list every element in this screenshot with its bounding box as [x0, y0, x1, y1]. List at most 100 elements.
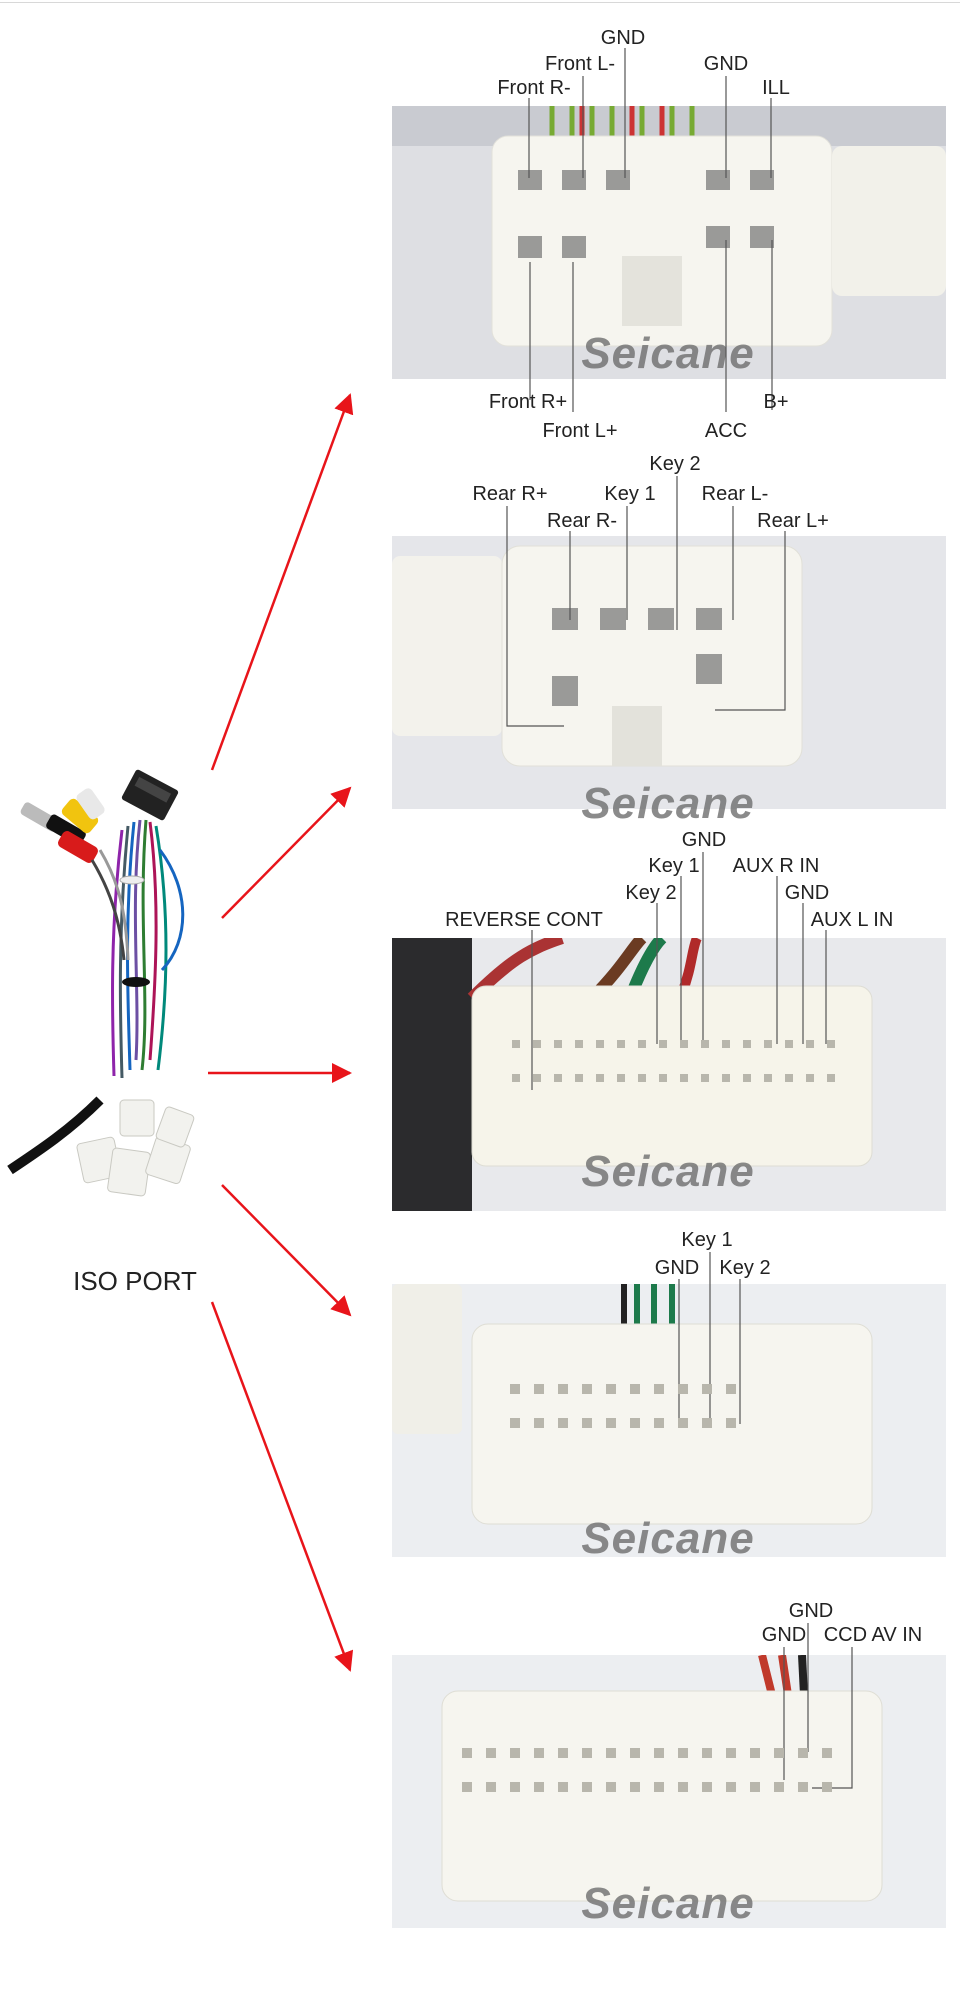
connector-3-pin — [785, 1040, 793, 1048]
wire-bundle — [90, 819, 185, 1079]
connector-5-pin — [678, 1782, 688, 1792]
rca-plugs — [20, 788, 105, 863]
connector-4-pin — [510, 1384, 520, 1394]
watermark-1: Seicane — [581, 329, 754, 378]
connector-3-pin — [554, 1074, 562, 1082]
connector-4-pin — [654, 1418, 664, 1428]
c2-rear-r-minus-label: Rear R- — [547, 510, 617, 532]
connector-3-pin — [806, 1074, 814, 1082]
c2-key1-label: Key 1 — [604, 483, 655, 505]
c1-front-r-plus-label: Front R+ — [489, 391, 567, 413]
c1-front-l-minus-label: Front L- — [545, 53, 615, 75]
connector-3-pin — [701, 1074, 709, 1082]
c3-gnd2-label: GND — [785, 882, 829, 904]
connector-4-pin — [702, 1384, 712, 1394]
connector-4-pin — [606, 1384, 616, 1394]
c1-ill-label: ILL — [762, 77, 790, 99]
connector-4-pin — [726, 1418, 736, 1428]
connector-4-pin — [534, 1384, 544, 1394]
connector-5-pin — [606, 1782, 616, 1792]
connector-5-pin — [750, 1782, 760, 1792]
connector-3-pin — [659, 1074, 667, 1082]
connector-3-pin — [638, 1040, 646, 1048]
connector-3-pin — [701, 1040, 709, 1048]
connector-5-pin — [462, 1782, 472, 1792]
cable-tie — [122, 977, 150, 987]
connector-3-pin — [575, 1040, 583, 1048]
watermark-4: Seicane — [581, 1514, 754, 1563]
connector-5-pin — [726, 1782, 736, 1792]
arrow-to-connector-2 — [221, 786, 352, 919]
connector-4-pin — [702, 1418, 712, 1428]
c1-front-l-plus-label: Front L+ — [542, 420, 617, 442]
connector-3-pin — [680, 1040, 688, 1048]
connector-5-pin — [654, 1782, 664, 1792]
connector-4-pin — [558, 1384, 568, 1394]
harness-image — [7, 769, 195, 1197]
connector-5-pin — [582, 1748, 592, 1758]
connector-5-pin — [702, 1782, 712, 1792]
connector-3-leaders — [531, 852, 827, 1090]
connector-3-pin — [743, 1074, 751, 1082]
connector-4-pin — [582, 1384, 592, 1394]
c1-gnd1-label: GND — [601, 27, 645, 49]
connector-5-pin — [486, 1782, 496, 1792]
connector-1-photo — [392, 106, 946, 379]
connector-4-leaders — [678, 1252, 741, 1424]
connector-3-pin — [785, 1074, 793, 1082]
connector-4-pin — [558, 1418, 568, 1428]
watermark-5: Seicane — [581, 1879, 754, 1928]
connector-3-pin — [596, 1074, 604, 1082]
connector-3-pin — [764, 1040, 772, 1048]
connector-5-pin — [798, 1748, 808, 1758]
connector-4-pin — [582, 1418, 592, 1428]
connector-5-pin — [510, 1748, 520, 1758]
connector-5-pin — [582, 1782, 592, 1792]
c5-gnd2-label: GND — [762, 1624, 806, 1646]
connector-3-pin — [764, 1074, 772, 1082]
connector-5-pin — [462, 1748, 472, 1758]
connector-5-pin — [774, 1782, 784, 1792]
connector-3-pin — [554, 1040, 562, 1048]
connector-4-pin — [534, 1418, 544, 1428]
connector-5-pin — [702, 1748, 712, 1758]
c3-aux-l-in-label: AUX L IN — [811, 909, 894, 931]
c2-rear-l-minus-label: Rear L- — [702, 483, 769, 505]
connector-3-pin — [617, 1074, 625, 1082]
connector-4-pin — [606, 1418, 616, 1428]
connector-3-pin — [659, 1040, 667, 1048]
connector-5-pin — [606, 1748, 616, 1758]
iso-port-label: ISO PORT — [73, 1266, 197, 1296]
connector-3-pin — [512, 1074, 520, 1082]
connector-5-pin — [822, 1782, 832, 1792]
c4-key2-label: Key 2 — [719, 1257, 770, 1279]
connector-5-pin — [558, 1748, 568, 1758]
c3-gnd1-label: GND — [682, 829, 726, 851]
connector-5-pin — [534, 1782, 544, 1792]
connector-3-pin — [533, 1074, 541, 1082]
cable-tie-2 — [119, 875, 145, 885]
connector-4-pin — [726, 1384, 736, 1394]
c3-aux-r-in-label: AUX R IN — [733, 855, 820, 877]
connector-3-photo — [392, 938, 946, 1211]
connector-4-pin — [630, 1384, 640, 1394]
connector-5-pin — [750, 1748, 760, 1758]
connector-5-pin — [726, 1748, 736, 1758]
c1-acc-label: ACC — [705, 420, 747, 442]
connector-5-pin — [630, 1782, 640, 1792]
iso-block — [121, 769, 179, 821]
connector-3-pin — [512, 1040, 520, 1048]
c3-key1-label: Key 1 — [648, 855, 699, 877]
connector-3-pin — [617, 1040, 625, 1048]
c2-rear-l-plus-label: Rear L+ — [757, 510, 829, 532]
c5-ccd-av-in-label: CCD AV IN — [824, 1624, 923, 1646]
connector-5-pin — [534, 1748, 544, 1758]
connector-3-pin — [722, 1074, 730, 1082]
connector-5-pin — [678, 1748, 688, 1758]
connector-5-pin — [510, 1782, 520, 1792]
connector-5-pin — [630, 1748, 640, 1758]
c1-gnd2-label: GND — [704, 53, 748, 75]
top-divider — [0, 2, 960, 3]
